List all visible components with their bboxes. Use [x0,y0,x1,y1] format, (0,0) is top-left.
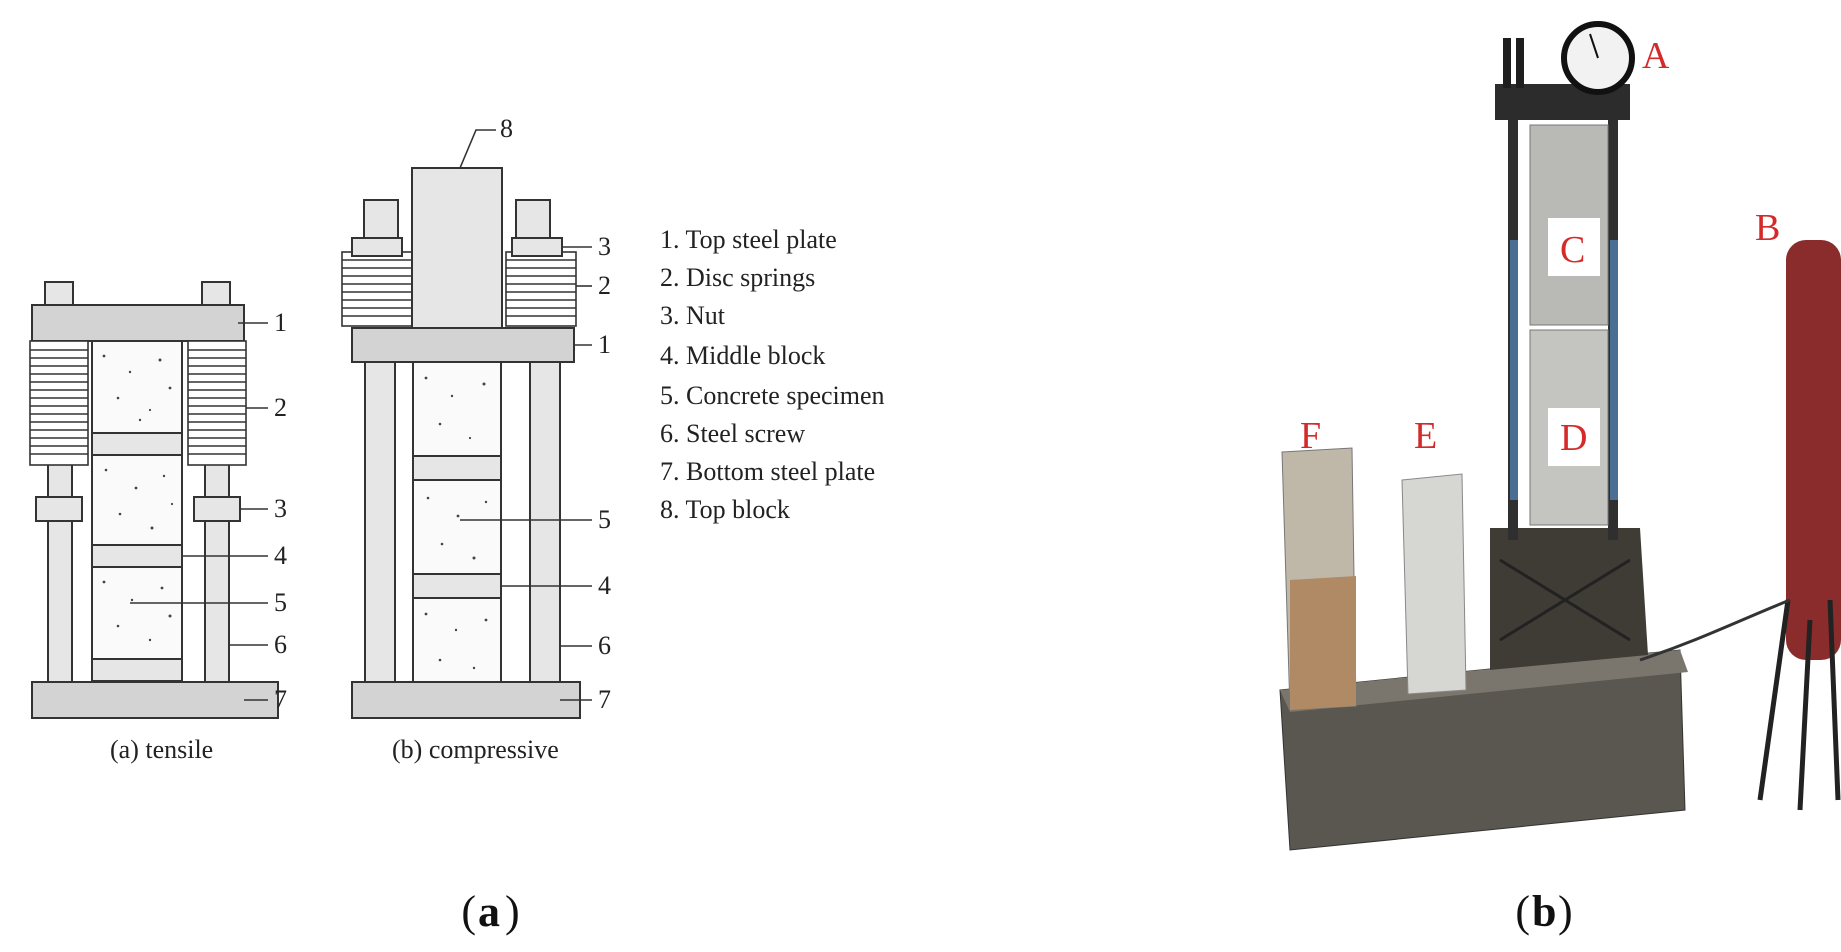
steel-screw-right [529,357,561,697]
photo-label-f: F [1300,415,1321,457]
photo-label-b: B [1755,207,1780,249]
top-block [411,167,503,329]
compressive-label-3: 3 [598,232,611,261]
leader-lines [130,129,592,701]
nut-left [35,496,83,522]
legend-item-3: 3. Nut [660,301,726,330]
photo-label-e: E [1414,415,1437,457]
specimen-f-lower [1290,576,1356,710]
legend-item-8: 8. Top block [660,495,790,524]
disc-springs-right [505,251,577,327]
concrete-specimen-top [91,340,183,434]
panel-label-a: ( a ) [461,887,519,936]
compressive-label-6: 6 [598,631,611,660]
top-knob-left [44,281,74,307]
aggregate-speckles [424,376,488,670]
compressive-label-8: 8 [500,114,513,143]
compressive-label-5: 5 [598,505,611,534]
legend-item-5: 5. Concrete specimen [660,381,885,410]
rod-left-blue [1510,240,1518,500]
base-top-face [1280,650,1688,712]
middle-block-2 [91,544,183,568]
legend-item-7: 7. Bottom steel plate [660,457,875,486]
compressive-caption: (b) compressive [392,735,559,764]
top-steel-plate [31,304,245,342]
compressive-label-4: 4 [598,571,611,600]
nut-left [351,237,403,257]
bottom-steel-plate [351,681,581,719]
tensile-label-5: 5 [274,588,287,617]
tensile-label-1: 1 [274,308,287,337]
tensile-label-2: 2 [274,393,287,422]
concrete-specimen-top [412,361,502,457]
panel-label-b: ( b ) [1515,887,1572,936]
compressive-schematic [341,167,581,719]
gas-cylinder [1786,240,1841,660]
test-rig-photo: A B C D E F [1279,21,1841,851]
middle-block-2 [412,573,502,599]
tensile-label-3: 3 [274,494,287,523]
middle-block-3 [91,658,183,682]
bottom-steel-plate [31,681,279,719]
tensile-caption: (a) tensile [110,735,213,764]
disc-springs-right [187,340,247,466]
middle-block-1 [412,455,502,481]
top-knob-right [515,199,551,241]
tensile-label-7: 7 [274,685,287,714]
concrete-specimen-bottom [91,566,183,660]
legend-item-1: 1. Top steel plate [660,225,837,254]
disc-springs-left [341,251,413,327]
specimen-e [1401,473,1467,695]
tensile-schematic [29,281,279,719]
nut-right [511,237,563,257]
concrete-specimen-middle [91,454,183,546]
aggregate-speckles [102,354,174,642]
legend-item-4: 4. Middle block [660,341,825,370]
panel-b-letter: b [1532,887,1556,936]
top-steel-plate [351,327,575,363]
steel-screw-left [364,357,396,697]
compressive-label-7: 7 [598,685,611,714]
concrete-specimen-bottom [412,597,502,683]
legend: 1. Top steel plate 2. Disc springs 3. Nu… [660,225,885,524]
concrete-specimen-middle [412,479,502,575]
svg-text:(: ( [1515,887,1530,936]
photo-label-c: C [1560,229,1585,271]
top-knob-left [363,199,399,241]
compressive-label-2: 2 [598,271,611,300]
compressive-label-1: 1 [598,330,611,359]
tensile-label-6: 6 [274,630,287,659]
panel-a-letter: a [478,887,500,936]
photo-label-d: D [1560,417,1587,459]
disc-springs-left [29,340,89,466]
photo-label-a: A [1642,35,1670,77]
legend-item-2: 2. Disc springs [660,263,815,292]
svg-text:): ) [1558,887,1573,936]
top-knob-right [201,281,231,307]
middle-block-1 [91,432,183,456]
tensile-label-4: 4 [274,541,287,570]
svg-text:(: ( [461,887,476,936]
rod-right-blue [1610,240,1618,500]
nut-right [193,496,241,522]
legend-item-6: 6. Steel screw [660,419,805,448]
svg-text:): ) [505,887,520,936]
